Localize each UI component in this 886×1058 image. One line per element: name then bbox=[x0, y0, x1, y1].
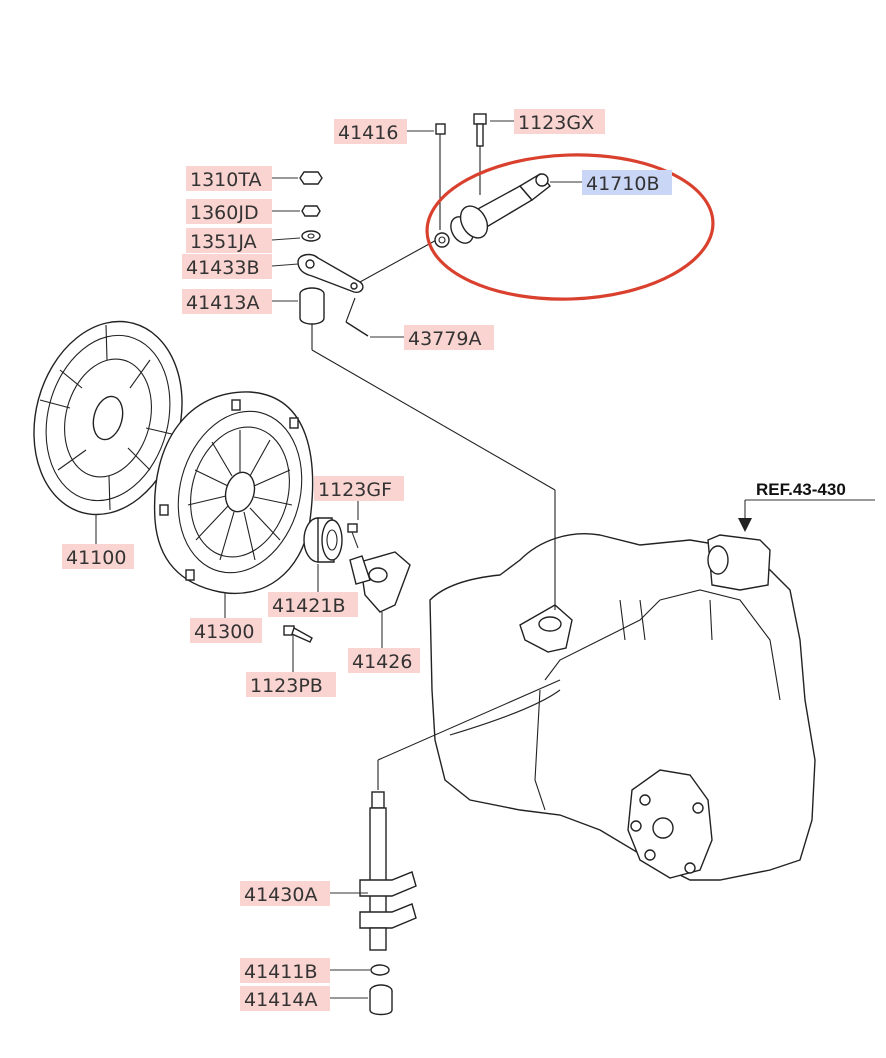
label-1310TA[interactable]: 1310TA bbox=[186, 166, 272, 191]
label-41411B[interactable]: 41411B bbox=[240, 958, 330, 983]
label-41433B-text: 41433B bbox=[186, 257, 259, 279]
highlight-circle bbox=[425, 153, 715, 301]
leader-lines bbox=[95, 120, 582, 999]
release-cylinder bbox=[434, 173, 552, 248]
transmission-housing bbox=[429, 499, 875, 881]
label-41710B[interactable]: 41710B bbox=[582, 170, 672, 195]
label-41426[interactable]: 41426 bbox=[348, 648, 420, 673]
label-1123PB[interactable]: 1123PB bbox=[246, 672, 336, 697]
label-41416-text: 41416 bbox=[338, 122, 398, 144]
label-1123GX-text: 1123GX bbox=[518, 112, 594, 134]
ref-label[interactable]: REF.43-430 bbox=[756, 480, 846, 499]
label-1351JA[interactable]: 1351JA bbox=[186, 228, 272, 253]
label-1351JA-text: 1351JA bbox=[190, 231, 257, 253]
label-41413A-text: 41413A bbox=[186, 292, 259, 314]
label-41300[interactable]: 41300 bbox=[190, 618, 262, 643]
label-41300-text: 41300 bbox=[194, 621, 254, 643]
label-1123GX[interactable]: 1123GX bbox=[514, 109, 605, 134]
label-41421B-text: 41421B bbox=[272, 595, 345, 617]
bolt-1123GF bbox=[347, 523, 359, 549]
label-1360JD-text: 1360JD bbox=[190, 202, 259, 224]
clutch-disc bbox=[33, 320, 183, 516]
small-hardware bbox=[297, 113, 556, 610]
label-41414A[interactable]: 41414A bbox=[240, 986, 330, 1011]
label-1123GF[interactable]: 1123GF bbox=[314, 476, 404, 501]
release-guide bbox=[349, 551, 411, 613]
label-41430A-text: 41430A bbox=[244, 884, 317, 906]
label-41100-text: 41100 bbox=[66, 547, 126, 569]
label-1310TA-text: 1310TA bbox=[190, 169, 261, 191]
label-41433B[interactable]: 41433B bbox=[182, 254, 272, 279]
label-41411B-text: 41411B bbox=[244, 961, 317, 983]
label-41100[interactable]: 41100 bbox=[62, 544, 134, 569]
pressure-plate bbox=[153, 391, 314, 595]
label-1360JD[interactable]: 1360JD bbox=[186, 199, 272, 224]
release-bearing bbox=[303, 517, 343, 563]
label-41413A[interactable]: 41413A bbox=[182, 289, 272, 314]
label-41426-text: 41426 bbox=[352, 651, 412, 673]
label-41416[interactable]: 41416 bbox=[334, 119, 407, 144]
bolt-1123PB bbox=[283, 625, 313, 643]
release-fork-shaft bbox=[359, 679, 561, 1016]
label-41414A-text: 41414A bbox=[244, 989, 317, 1011]
label-43779A[interactable]: 43779A bbox=[404, 325, 494, 350]
label-1123GF-text: 1123GF bbox=[318, 479, 392, 501]
label-43779A-text: 43779A bbox=[408, 328, 481, 350]
label-41430A[interactable]: 41430A bbox=[240, 881, 330, 906]
label-1123PB-text: 1123PB bbox=[250, 675, 323, 697]
label-41421B[interactable]: 41421B bbox=[268, 592, 358, 617]
label-41710B-text: 41710B bbox=[586, 173, 659, 195]
